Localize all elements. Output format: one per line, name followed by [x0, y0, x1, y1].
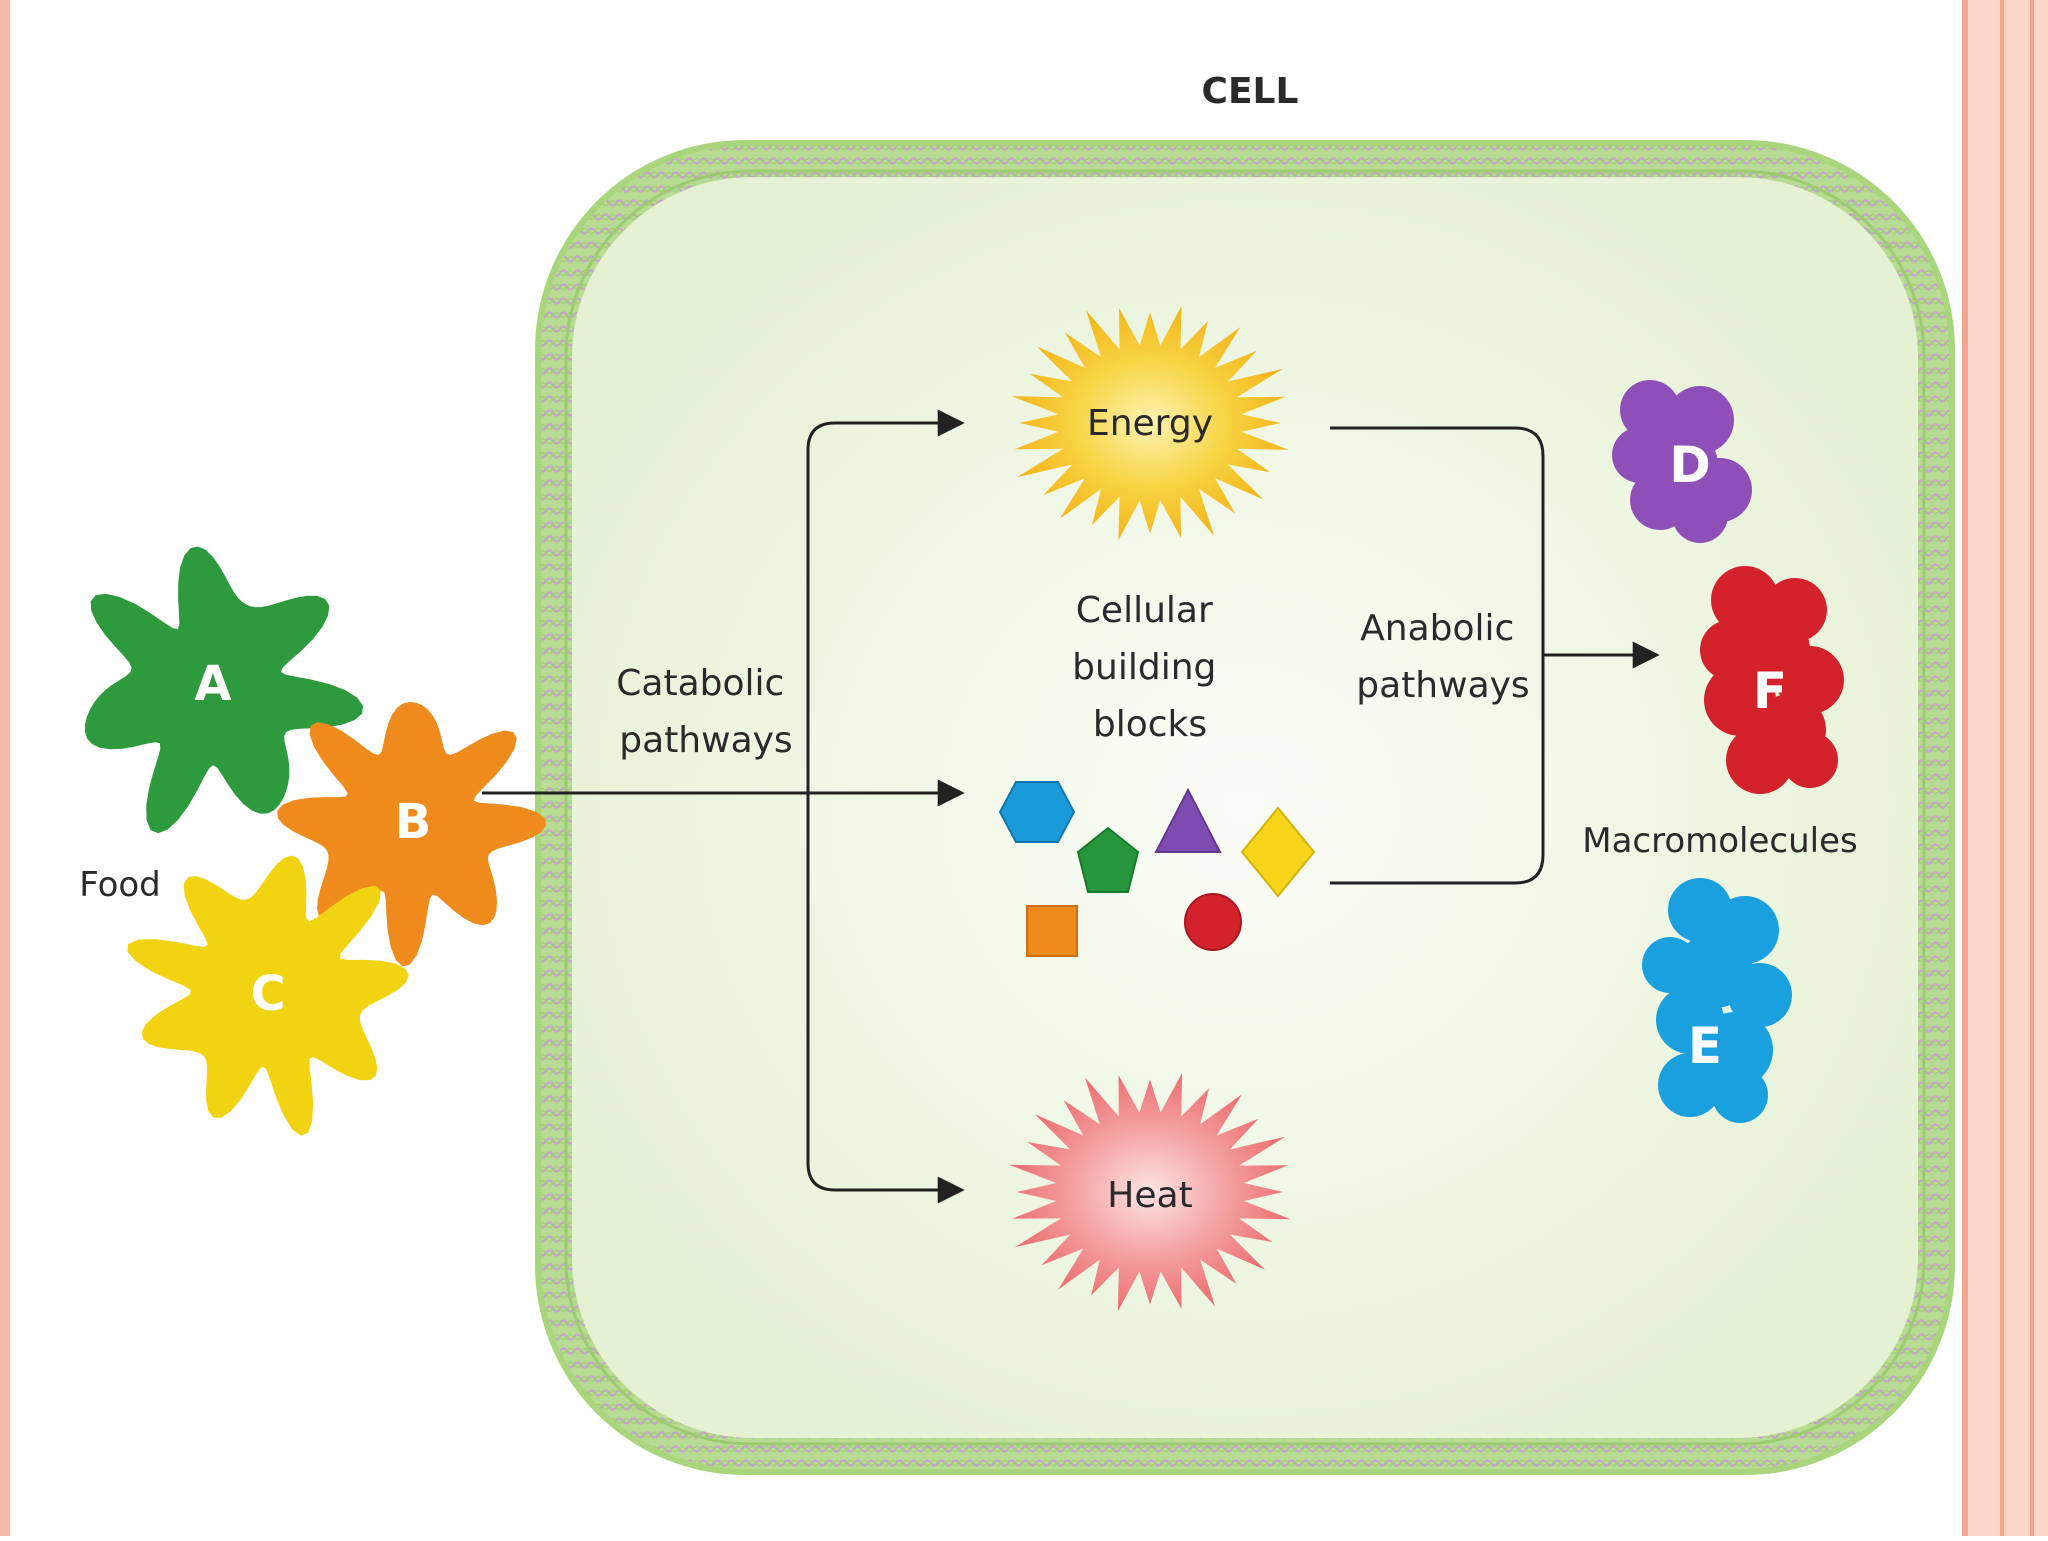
building-blocks-label: Cellular building blocks	[1072, 590, 1228, 745]
food-letter-a: A	[194, 656, 231, 712]
macro-letter-f: F	[1753, 662, 1787, 720]
food-blob-a	[84, 546, 364, 834]
food-letter-b: B	[395, 794, 432, 850]
food-blob-c	[127, 855, 409, 1136]
anabolic-label-line-1: Anabolic	[1360, 608, 1514, 649]
heat-label: Heat	[1107, 1175, 1192, 1216]
building-blocks-label-line-3: blocks	[1093, 704, 1207, 745]
cytoplasm	[572, 177, 1918, 1438]
anabolic-label: Anabolic pathways	[1356, 608, 1529, 706]
cell-membrane	[535, 140, 1955, 1475]
diamond-shape	[1240, 806, 1316, 898]
circle-shape	[1184, 893, 1242, 951]
cell-title: CELL	[1202, 71, 1299, 112]
building-blocks-label-line-1: Cellular	[1076, 590, 1213, 631]
macromolecule-group: D F E	[1612, 380, 1844, 1123]
macro-letter-d: D	[1669, 436, 1711, 494]
square-shape	[1026, 905, 1078, 957]
heat-burst	[1009, 1072, 1291, 1312]
catabolic-branch-line	[806, 421, 962, 1192]
macromolecule-f	[1700, 566, 1844, 794]
catabolic-label-line-2: pathways	[619, 720, 792, 761]
macro-letter-e: E	[1688, 1017, 1722, 1075]
energy-label: Energy	[1087, 403, 1213, 444]
pentagon-shape	[1076, 826, 1140, 893]
macromolecule-d	[1612, 380, 1752, 543]
building-blocks-label-line-2: building	[1072, 647, 1216, 688]
food-label: Food	[79, 865, 161, 905]
energy-burst	[1011, 305, 1289, 541]
pathway-arrows	[482, 409, 1660, 1204]
triangle-shape	[1154, 787, 1222, 853]
catabolic-label-line-1: Catabolic	[616, 663, 784, 704]
macromolecules-label: Macromolecules	[1582, 821, 1858, 861]
hexagon-shape	[998, 781, 1076, 843]
building-block-shapes	[998, 781, 1316, 957]
anabolic-label-line-2: pathways	[1356, 665, 1529, 706]
macromolecule-e	[1642, 878, 1792, 1123]
food-letter-c: C	[250, 966, 285, 1022]
catabolic-label: Catabolic pathways	[616, 663, 796, 761]
food-group: A B C	[84, 546, 547, 1136]
